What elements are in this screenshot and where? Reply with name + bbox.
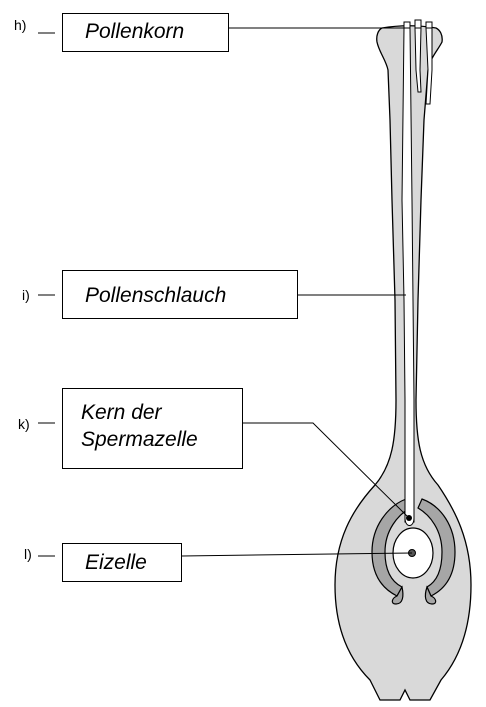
label-text-kern-line-2: Spermazelle [81, 426, 242, 453]
label-box-pollenschlauch: Pollenschlauch [62, 270, 298, 319]
label-letter-h: h) [14, 18, 26, 32]
label-box-pollenkorn: Pollenkorn [62, 13, 229, 52]
label-letter-l: l) [24, 547, 32, 561]
label-text-kern-line-1: Kern der [81, 399, 242, 426]
label-letter-k: k) [18, 417, 30, 431]
label-text-pollenschlauch: Pollenschlauch [85, 284, 297, 308]
pollen-grain [404, 22, 410, 28]
pollen-grain-2 [415, 20, 421, 28]
label-text-pollenkorn: Pollenkorn [85, 20, 228, 44]
label-text-eizelle: Eizelle [85, 551, 181, 575]
label-box-eizelle: Eizelle [62, 543, 182, 582]
label-letter-i: i) [22, 288, 30, 302]
label-box-kern-der-spermazelle: Kern der Spermazelle [62, 388, 243, 469]
pollen-grain-3 [426, 22, 432, 28]
